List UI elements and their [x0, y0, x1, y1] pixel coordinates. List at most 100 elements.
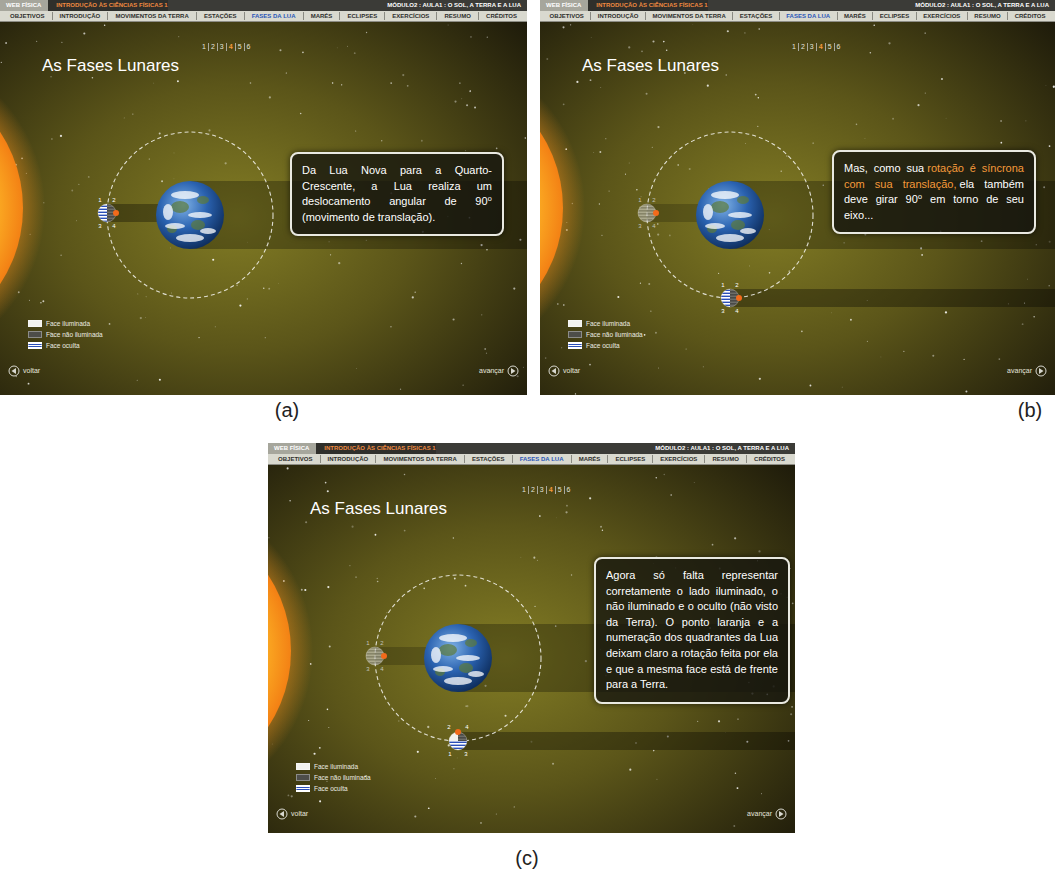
legend: Face iluminadaFace não iluminadaFace ocu… [28, 318, 103, 351]
star [487, 37, 488, 38]
star [149, 158, 150, 159]
star [250, 82, 252, 84]
page-number: 6 [244, 43, 253, 51]
star [525, 137, 527, 139]
star [677, 164, 679, 166]
star [1000, 120, 1001, 121]
moon [366, 647, 387, 665]
star [428, 807, 430, 809]
star [644, 334, 646, 336]
quadrant-number: 1 [448, 751, 451, 757]
star [737, 787, 739, 789]
nav-item: ESTAÇÕES [196, 12, 244, 20]
star [867, 341, 868, 342]
star [465, 585, 467, 587]
star [657, 233, 659, 235]
star [61, 42, 62, 43]
star [727, 30, 729, 32]
screen-panel: WEB FÍSICAINTRODUÇÃO ÀS CIÊNCIAS FÍSICAS… [540, 0, 1055, 395]
star [173, 152, 175, 154]
star [417, 751, 419, 753]
nav-item: FASES DA LUA [244, 12, 303, 20]
star [123, 117, 125, 119]
moon [638, 204, 659, 222]
star [726, 74, 727, 75]
star [617, 296, 619, 298]
star [758, 97, 759, 98]
star [308, 720, 309, 721]
header-text: WEB FÍSICA [0, 0, 48, 11]
star [537, 560, 538, 561]
nav-item: OBJETIVOS [271, 455, 320, 463]
star [1049, 285, 1050, 286]
star [407, 85, 409, 87]
star [812, 142, 814, 144]
moon [98, 204, 119, 222]
star [236, 285, 238, 287]
page-number: 2 [798, 43, 807, 51]
star [636, 189, 637, 190]
star [576, 81, 578, 83]
star [496, 813, 497, 814]
slide-title: As Fases Lunares [42, 56, 179, 76]
star [462, 385, 463, 386]
space-background [0, 0, 527, 395]
star [225, 162, 227, 164]
nav-item: ECLIPSES [872, 12, 916, 20]
page-number: 1 [790, 43, 798, 51]
star [354, 52, 356, 54]
star [88, 176, 90, 178]
star [664, 474, 666, 476]
earth-cloud [728, 212, 752, 218]
star [480, 822, 482, 824]
nav-item: RESUMO [436, 12, 478, 20]
star [759, 378, 761, 380]
space-background [540, 0, 1055, 395]
earth-land [459, 663, 473, 673]
quadrant-number: 3 [721, 308, 724, 314]
page-number: 2 [208, 43, 217, 51]
star [435, 778, 437, 780]
earth-cloud [444, 677, 472, 685]
star [109, 323, 111, 325]
page-number: 6 [834, 43, 843, 51]
star [92, 77, 94, 79]
legend: Face iluminadaFace não iluminadaFace ocu… [296, 761, 371, 794]
nav-icon [508, 366, 518, 376]
sun [540, 70, 563, 346]
star [924, 32, 925, 33]
star [198, 337, 199, 338]
star [520, 556, 522, 558]
star [302, 51, 304, 53]
legend-text: Face oculta [586, 342, 620, 349]
star [791, 706, 793, 708]
star [570, 24, 571, 25]
star [666, 49, 668, 51]
page-number: 2 [528, 486, 537, 494]
sun-glow [268, 491, 313, 811]
earth-cloud [705, 223, 725, 229]
star [810, 385, 812, 387]
earth-cloud [716, 234, 744, 242]
earth-cloud [176, 234, 204, 242]
legend-row: Face não iluminada [296, 772, 371, 783]
star [325, 482, 327, 484]
star [888, 42, 890, 44]
star [702, 366, 704, 368]
star [556, 517, 558, 519]
star [470, 36, 471, 37]
star [590, 79, 592, 81]
star [377, 581, 379, 583]
star [563, 26, 565, 28]
star [535, 606, 536, 607]
star [319, 800, 321, 802]
star [178, 36, 179, 37]
star [239, 304, 241, 306]
legend-text: Face iluminada [314, 763, 358, 770]
moon-shadow [458, 732, 795, 750]
star [459, 82, 460, 83]
star [648, 283, 650, 285]
star [5, 42, 7, 44]
star [83, 32, 85, 34]
